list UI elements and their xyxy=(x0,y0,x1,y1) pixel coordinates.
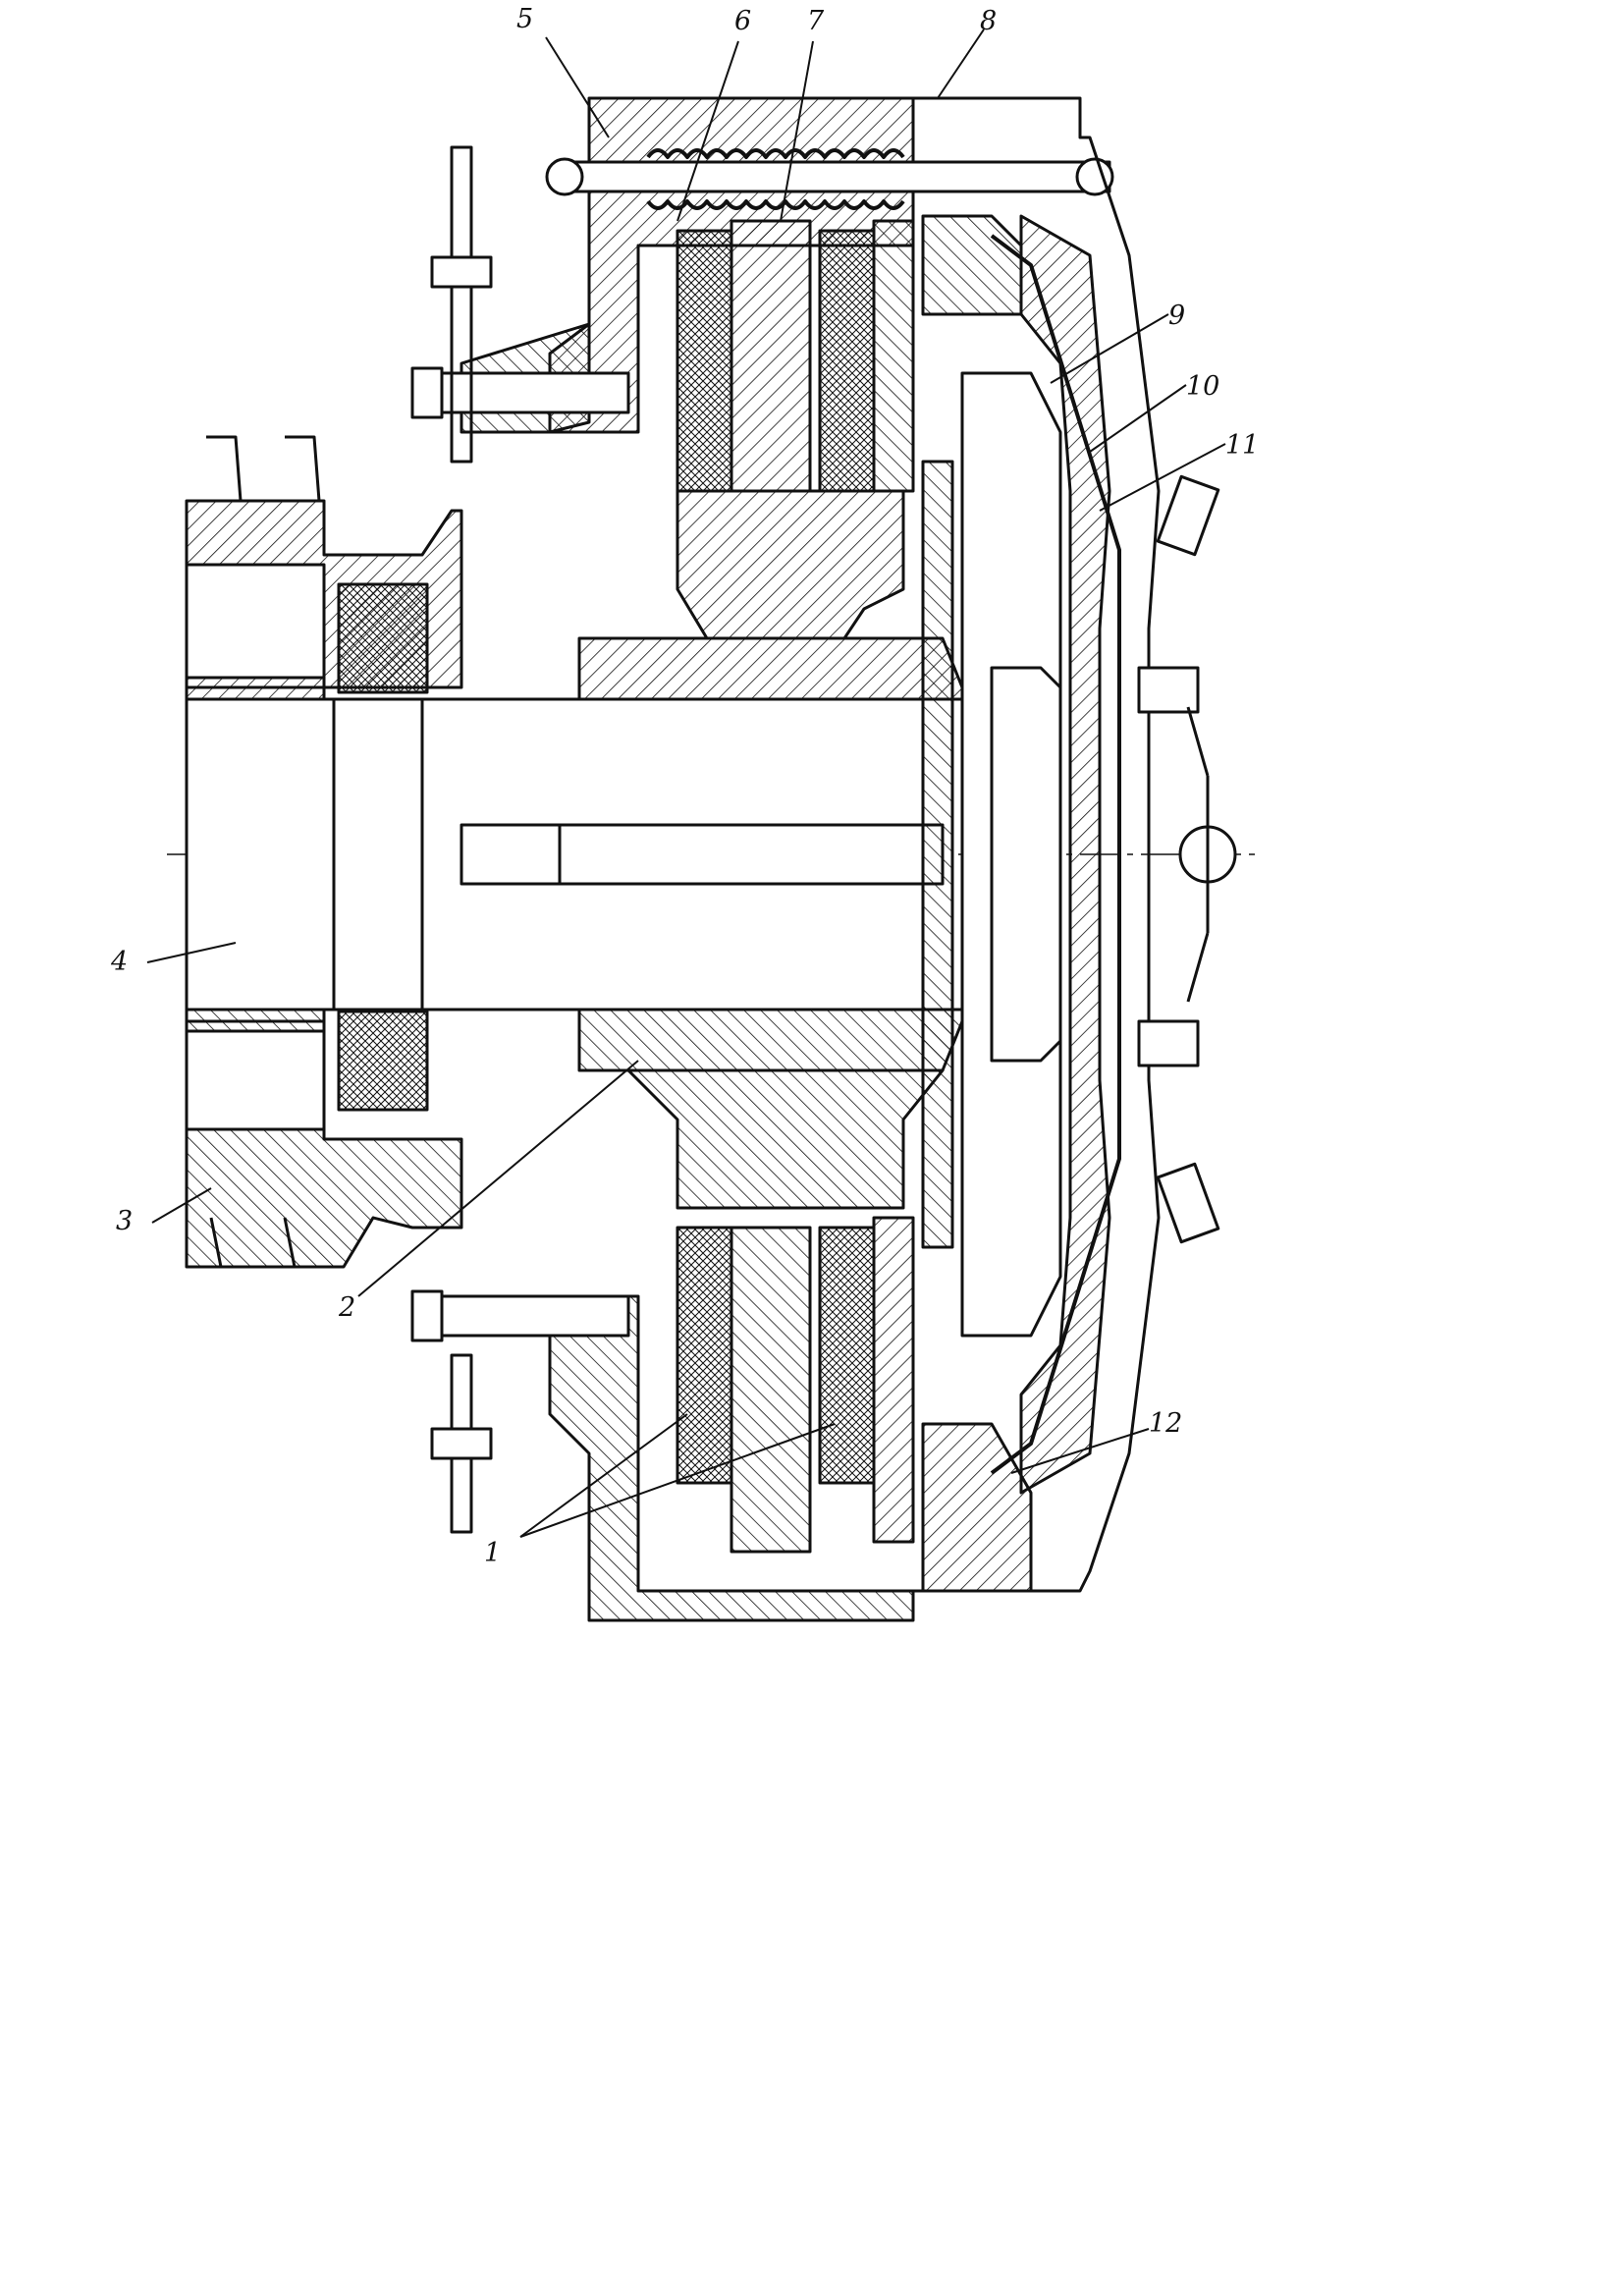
callout-1: 1 xyxy=(484,1538,501,1568)
hub-2-upper xyxy=(577,636,964,701)
fitting-upper xyxy=(1156,474,1220,557)
seal-12 xyxy=(921,1422,1033,1593)
callout-11: 11 xyxy=(1225,430,1259,461)
callout-5: 5 xyxy=(516,4,533,34)
tie-bolt xyxy=(558,160,1111,193)
callout-8: 8 xyxy=(980,6,997,36)
bearing-lower xyxy=(337,1010,429,1112)
leader-5 xyxy=(545,36,610,138)
friction-disc-1b-upper xyxy=(818,229,876,493)
leader-11 xyxy=(1099,443,1226,512)
diaphragm-9 xyxy=(990,234,1121,1475)
leader-9 xyxy=(1050,313,1169,384)
leader-8 xyxy=(937,28,985,99)
leader-1a xyxy=(519,1413,688,1538)
leader-7 xyxy=(780,40,814,222)
callout-12: 12 xyxy=(1149,1408,1182,1439)
bolt-lower-left xyxy=(430,1294,630,1338)
callout-2: 2 xyxy=(338,1292,355,1323)
sprocket-lower xyxy=(185,1127,463,1269)
leader-10 xyxy=(1089,384,1187,453)
callout-4: 4 xyxy=(110,947,128,977)
bearing-upper xyxy=(337,582,429,694)
spring-coils xyxy=(646,148,905,159)
leader-12 xyxy=(1010,1428,1150,1474)
friction-disc-1a-lower xyxy=(676,1226,733,1485)
leader-2 xyxy=(357,1060,639,1297)
callout-6: 6 xyxy=(734,6,751,36)
leader-1b xyxy=(519,1423,836,1538)
pulley-4-lower xyxy=(185,1019,326,1131)
callout-labels: 5 6 7 8 9 10 11 4 3 2 1 12 xyxy=(110,4,1259,1568)
bolt-upper-left xyxy=(430,371,630,414)
shaft-keyway xyxy=(460,823,945,886)
callout-10: 10 xyxy=(1186,371,1219,402)
pulley-4-upper xyxy=(185,563,326,689)
leader-6 xyxy=(676,40,739,222)
friction-disc-1a-upper xyxy=(676,229,733,493)
bracket-arm xyxy=(450,145,473,1534)
leader-lines xyxy=(146,28,1226,1538)
drawing-body xyxy=(167,96,1257,1622)
callout-7: 7 xyxy=(807,6,825,36)
leader-3 xyxy=(151,1187,212,1224)
friction-disc-1b-lower xyxy=(818,1226,876,1485)
fitting-lower xyxy=(1156,1162,1220,1244)
leader-4 xyxy=(146,942,237,963)
callout-3: 3 xyxy=(116,1206,133,1236)
callout-9: 9 xyxy=(1168,301,1185,331)
cover-10 xyxy=(913,96,1161,1593)
